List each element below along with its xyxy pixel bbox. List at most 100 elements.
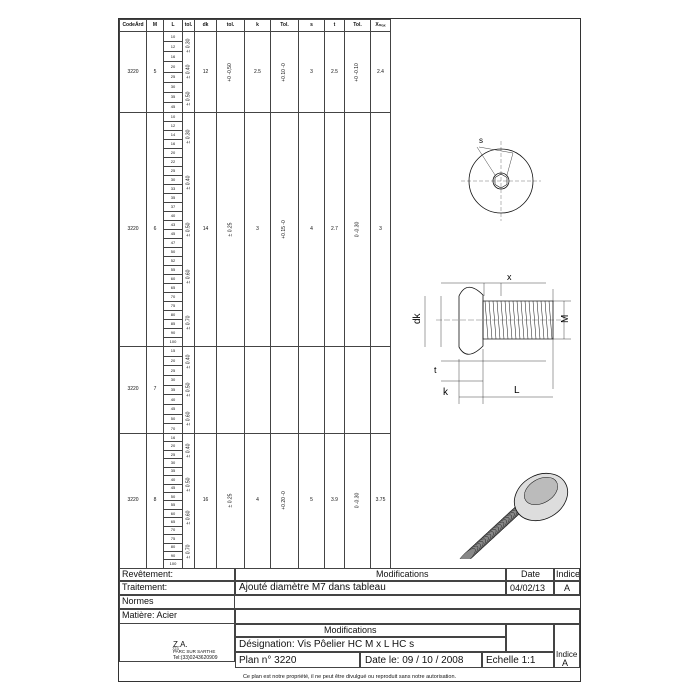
code-cell: 3220 xyxy=(119,432,147,569)
header-cell: tol. xyxy=(216,19,245,32)
length-cell: 75 xyxy=(163,301,183,311)
k-tol-cell: +0.20 -0 xyxy=(270,432,299,569)
label-t: t xyxy=(434,365,437,375)
t-tol-cell: 0 -0.30 xyxy=(344,432,371,569)
dk-value: 12 xyxy=(202,68,209,75)
header-cell: t xyxy=(324,19,345,32)
t-cell xyxy=(324,346,345,434)
length-tolerance: ± 0.50 xyxy=(185,383,191,397)
length-cell: 10 xyxy=(163,30,183,43)
thread-line xyxy=(496,300,501,340)
table-row: 100 xyxy=(120,337,391,347)
modification-text: Ajouté diamètre M7 dans tableau xyxy=(239,582,386,593)
normes-label: Normes xyxy=(122,596,154,606)
t-value: 3.9 xyxy=(331,497,338,504)
indice-value: A xyxy=(562,658,569,668)
header-cell: Tol. xyxy=(344,19,371,32)
header-cell: L xyxy=(163,19,183,32)
dk-tol-cell: ± 0.25 xyxy=(216,112,245,347)
k-value: 2.5 xyxy=(254,68,261,75)
length-cell: 15 xyxy=(163,346,183,357)
k-cell: 4 xyxy=(244,432,271,569)
indice-cell: Indice A xyxy=(554,624,580,668)
dk-tol-cell: ± 0.25 xyxy=(216,432,245,569)
label-x: x xyxy=(507,272,512,282)
modification-indice: A xyxy=(564,583,571,593)
echelle: Echelle 1:1 xyxy=(486,655,536,666)
matiere-label: Matière: Acier xyxy=(122,610,178,620)
header-cell: Xₘₐₓ xyxy=(370,19,391,32)
thread-line xyxy=(528,300,533,340)
t-cell: 3.9 xyxy=(324,432,345,569)
s-value: 4 xyxy=(310,226,313,232)
length-cell: 30 xyxy=(163,374,183,386)
modification-date: 04/02/13 xyxy=(510,583,546,593)
code-cell: 3220 xyxy=(119,112,147,347)
length-cell: 35 xyxy=(163,466,183,477)
footer-note: Ce plan est notre propriété, il ne peut … xyxy=(242,674,457,680)
length-cell: 12 xyxy=(163,41,183,53)
code-cell: 3220 xyxy=(119,346,147,434)
modification-indice-cell: A xyxy=(554,581,580,595)
s-cell: 4 xyxy=(298,112,325,347)
length-cell: 65 xyxy=(163,517,183,527)
length-cell: 43 xyxy=(163,220,183,230)
xmax-cell xyxy=(370,346,391,434)
length-cell: 20 xyxy=(163,148,183,158)
t-value: 2.5 xyxy=(331,68,338,75)
plan-number: Plan n° 3220 xyxy=(239,655,297,666)
company-prefix: 723 xyxy=(172,646,179,651)
revetement-label: Revêtement: xyxy=(122,569,174,579)
header-cell: tol. xyxy=(182,19,195,32)
thread-line xyxy=(512,300,517,340)
t-cell: 2.7 xyxy=(324,112,345,347)
length-tolerance-cell: ± 0.40± 0.50± 0.60 xyxy=(182,346,195,434)
date-header: Date xyxy=(521,569,541,579)
xmax-cell: 3.75 xyxy=(370,432,391,569)
t-tol-cell: 0 -0.30 xyxy=(344,112,371,347)
m-cell: 6 xyxy=(146,112,164,347)
modifications-header2-cell: Modifications xyxy=(235,624,506,637)
code-cell: 3220 xyxy=(119,31,147,113)
length-cell: 60 xyxy=(163,274,183,284)
xmax-value: 3 xyxy=(379,226,382,232)
company-address: PARC SUR SARTHE xyxy=(173,649,216,654)
modification-date-cell: 04/02/13 xyxy=(506,581,554,595)
length-cell: 75 xyxy=(163,534,183,544)
company-phone: Tel:(33)0243620909 xyxy=(173,655,218,661)
length-cell: 22 xyxy=(163,157,183,167)
k-tol-cell xyxy=(270,346,299,434)
t-tol-value: +0 -0.10 xyxy=(354,62,360,82)
dk-value: 16 xyxy=(202,497,209,504)
m-cell: 5 xyxy=(146,31,164,113)
t-tol-value: 0 -0.30 xyxy=(353,221,360,238)
length-tolerance: ± 0.50 xyxy=(185,477,191,492)
xmax-cell: 3 xyxy=(370,112,391,347)
dk-tol-value: ± 0.25 xyxy=(227,493,233,508)
indice-label: Indice xyxy=(556,650,578,659)
header-cell: k xyxy=(244,19,271,32)
length-cell: 70 xyxy=(163,423,183,434)
matiere-cell: Matière: Acier xyxy=(119,609,235,624)
length-cell: 25 xyxy=(163,71,183,83)
s-value: 3 xyxy=(310,68,313,75)
label-dk: dk xyxy=(412,312,423,324)
length-cell: 45 xyxy=(163,101,183,114)
length-cell: 33 xyxy=(163,184,183,194)
k-cell: 3 xyxy=(244,112,271,347)
k-cell: 2.5 xyxy=(244,31,271,113)
dk-cell xyxy=(194,346,217,434)
s-value: 5 xyxy=(310,497,313,504)
top-view: s xyxy=(461,136,541,221)
length-cell: 35 xyxy=(163,91,183,103)
blank-modif-date xyxy=(506,624,554,652)
length-tolerance-cell: ± 0.30± 0.40± 0.50 xyxy=(182,31,195,113)
label-l: L xyxy=(514,385,520,396)
length-tolerance: ± 0.60 xyxy=(185,510,191,525)
s-cell: 5 xyxy=(298,432,325,569)
length-cell: 25 xyxy=(163,365,183,376)
t-tol-cell xyxy=(344,346,371,434)
t-value: 2.7 xyxy=(331,226,338,232)
dk-tol-cell xyxy=(216,346,245,434)
